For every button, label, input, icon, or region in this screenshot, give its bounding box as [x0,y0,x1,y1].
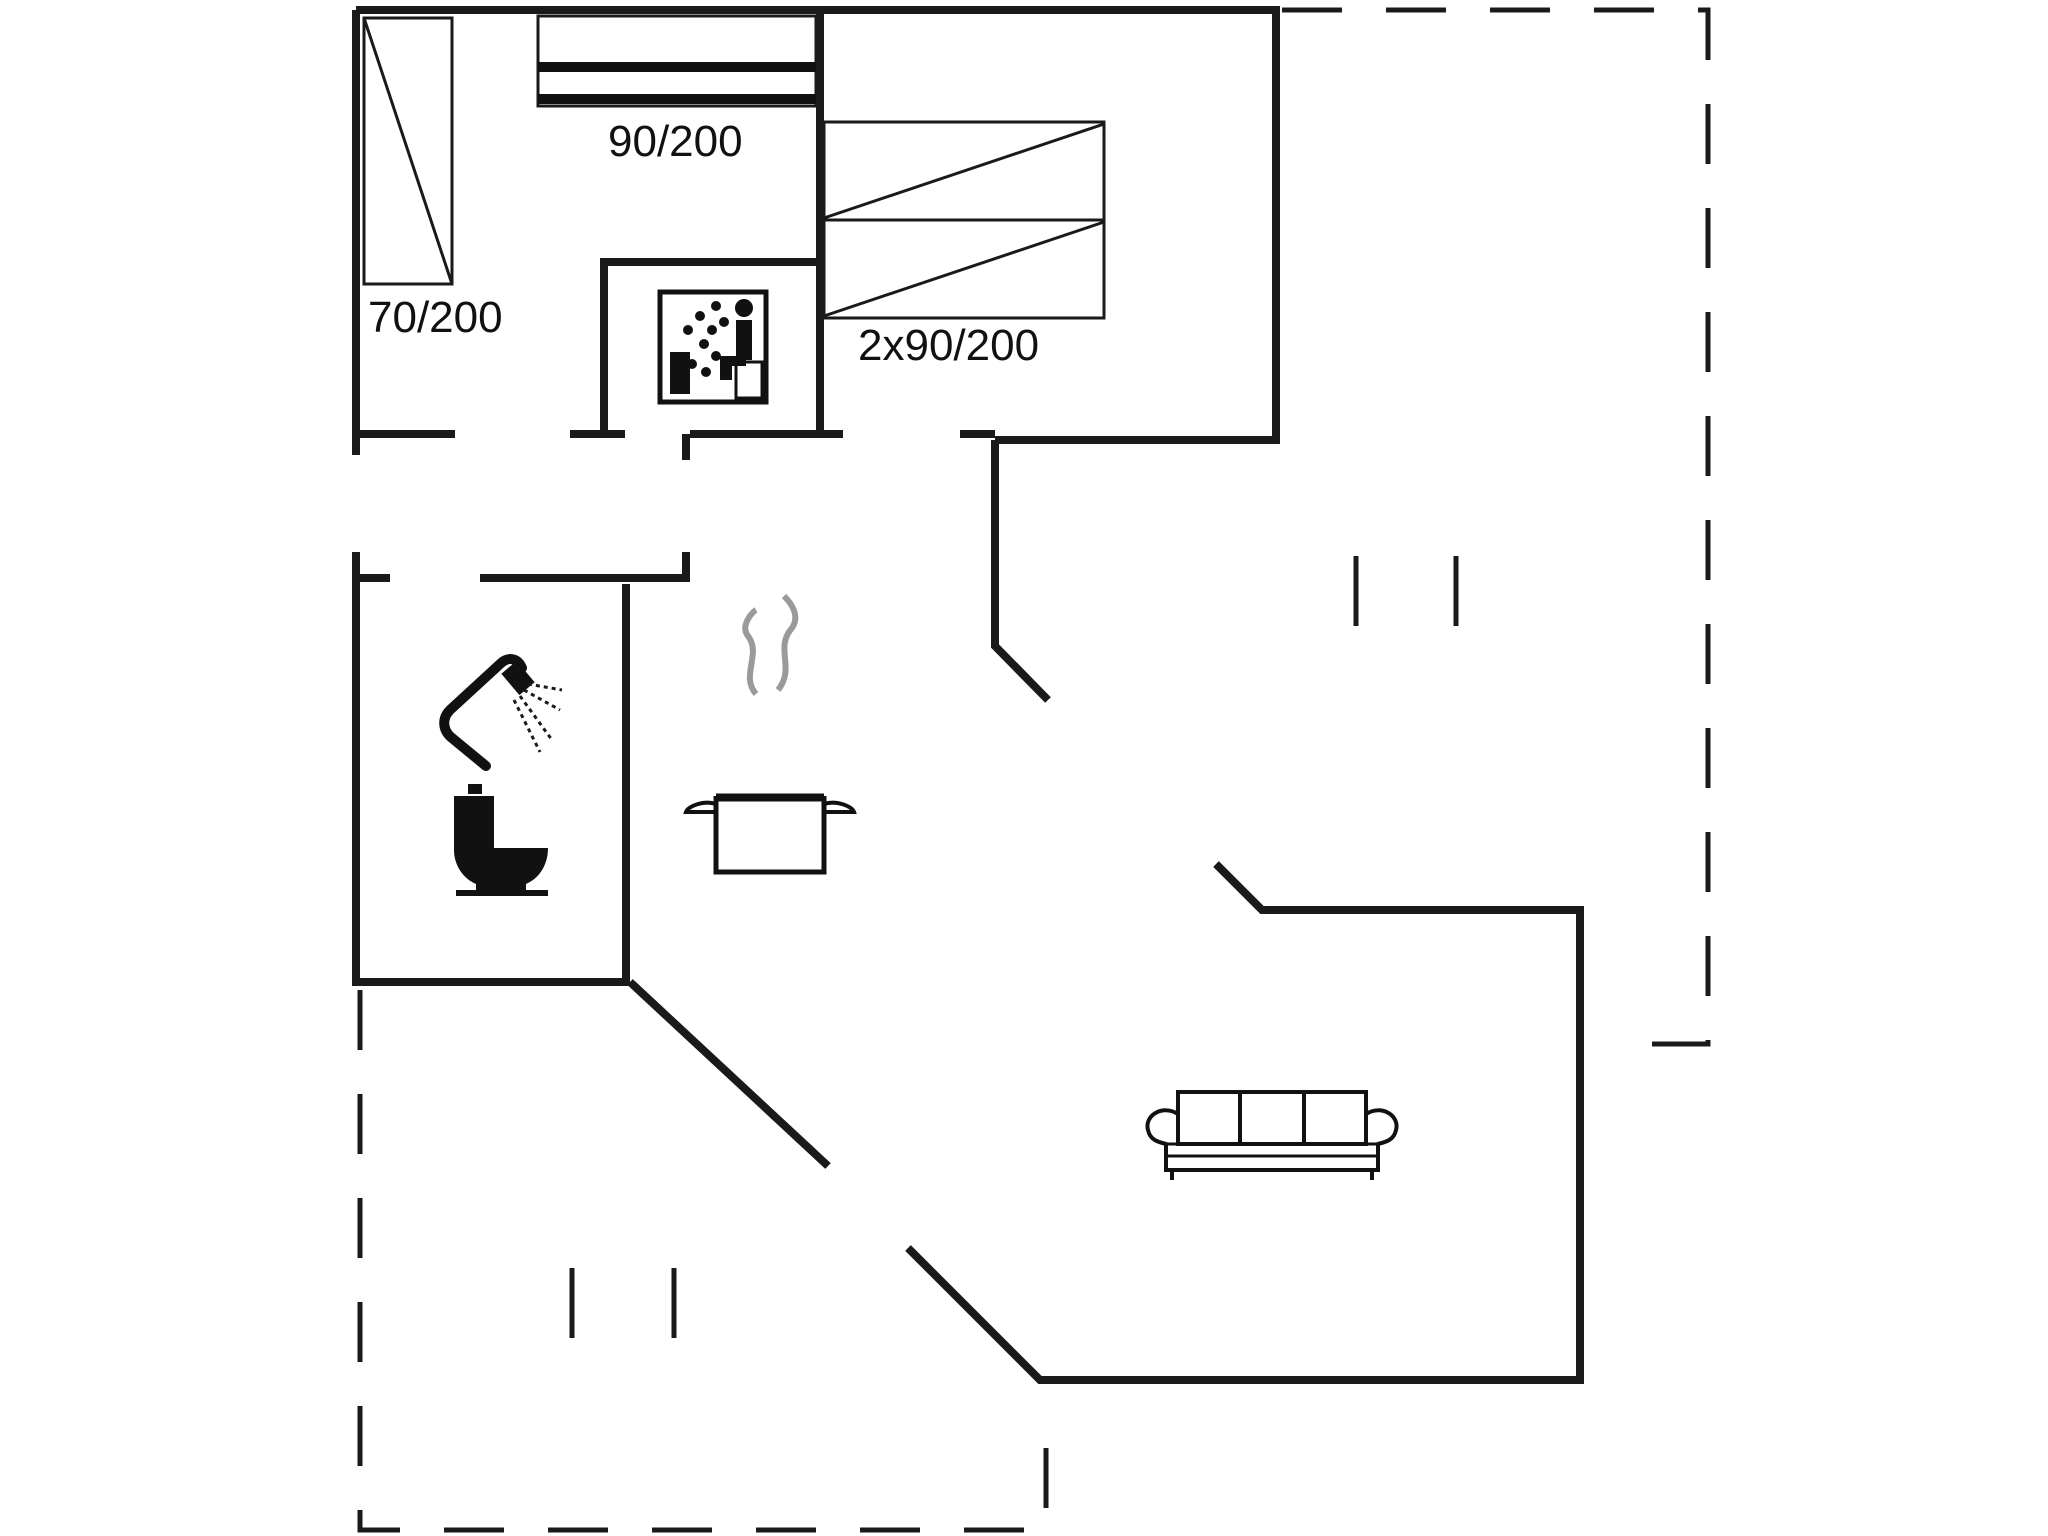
bed-left [362,16,454,286]
living-walls [627,861,1584,1384]
bed-top [536,14,818,108]
bed-top-label: 90/200 [608,117,743,166]
terrace-outlines [357,7,1711,1533]
bedroom-block-walls [352,6,1280,703]
bed-left-label: 70/200 [368,293,503,342]
toilet-icon [454,784,548,896]
bathroom-walls [352,552,690,986]
sofa-icon [1145,1090,1399,1180]
sauna-icon [657,289,769,405]
shower-icon [439,654,563,771]
step-marks [569,556,1459,1338]
cooking-pot-icon [683,593,857,875]
bed-double-label: 2x90/200 [858,321,1039,370]
bed-double [822,120,1106,320]
